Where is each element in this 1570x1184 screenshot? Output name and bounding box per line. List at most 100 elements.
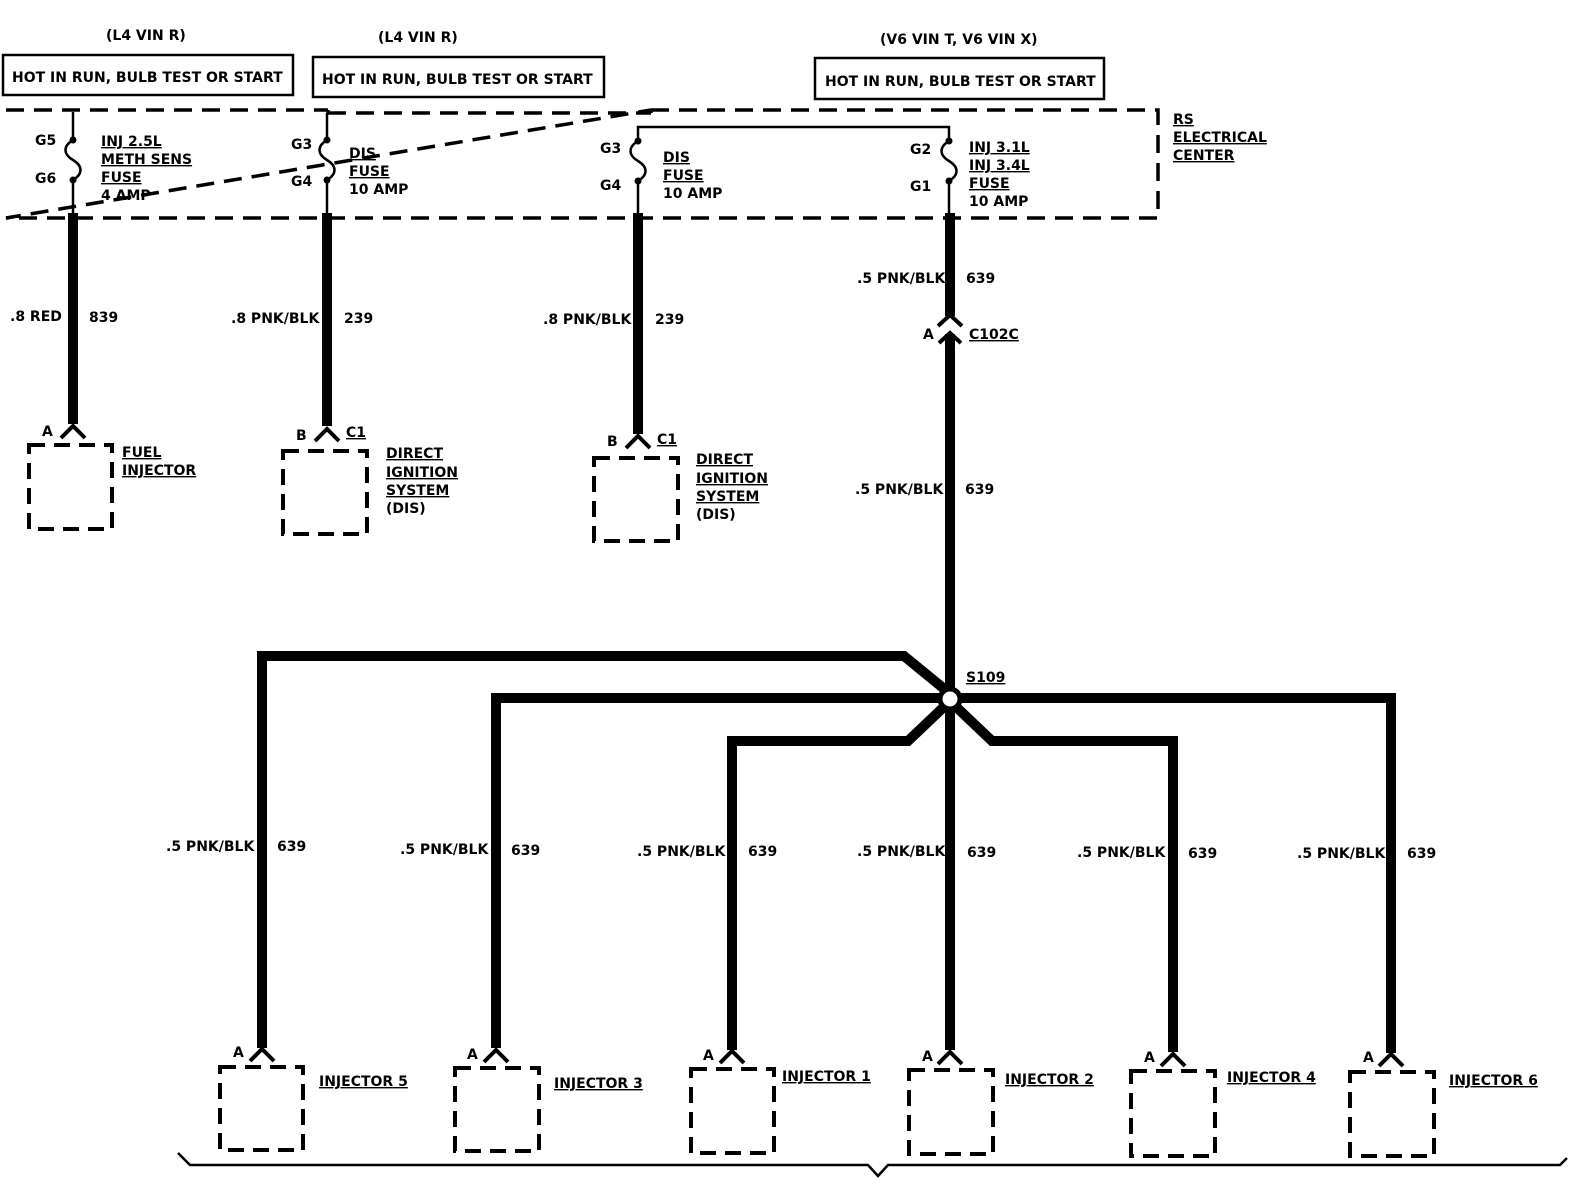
fuse-2-label-3: 10 AMP bbox=[349, 182, 408, 198]
injector-6-circuit: 639 bbox=[1407, 846, 1436, 862]
power-box-mid: HOT IN RUN, BULB TEST OR START bbox=[311, 55, 606, 99]
injector-2-circuit: 639 bbox=[967, 845, 996, 861]
wire-639-upper-gauge: .5 PNK/BLK bbox=[857, 271, 946, 287]
injector-3-connector bbox=[482, 1047, 510, 1064]
branch-injector-4 bbox=[948, 699, 1178, 1052]
injector-2-box bbox=[907, 1068, 995, 1156]
power-box-right: HOT IN RUN, BULB TEST OR START bbox=[813, 56, 1106, 101]
wire-639-upper-circuit: 639 bbox=[966, 271, 995, 287]
fuse-4-terminal-bottom: G1 bbox=[910, 179, 931, 195]
variant-label-v6: (V6 VIN T, V6 VIN X) bbox=[880, 32, 1038, 48]
fuel-injector-connector bbox=[59, 423, 87, 440]
fuse-3-label-2: FUSE bbox=[663, 168, 704, 184]
dis-2-connector-name: C1 bbox=[657, 432, 677, 448]
injector-4-connector bbox=[1159, 1051, 1187, 1068]
injector-3-label: INJECTOR 3 bbox=[554, 1076, 643, 1092]
dis-2-label-4: (DIS) bbox=[696, 507, 736, 523]
fuse-4-terminal-top: G2 bbox=[910, 142, 931, 158]
dis-1-label-2: IGNITION bbox=[386, 465, 458, 481]
fuse-2 bbox=[318, 113, 336, 213]
wire-839-circuit: 839 bbox=[89, 310, 118, 326]
variant-label-l4-left: (L4 VIN R) bbox=[106, 28, 186, 44]
injector-1-gauge: .5 PNK/BLK bbox=[637, 844, 726, 860]
bus-bar bbox=[636, 125, 951, 141]
fuse-1-label-4: 4 AMP bbox=[101, 188, 151, 204]
injector-6-connector bbox=[1377, 1051, 1405, 1068]
fuse-2-terminal-top: G3 bbox=[291, 137, 312, 153]
injector-1-connector bbox=[718, 1048, 746, 1065]
injector-4-box bbox=[1129, 1069, 1217, 1158]
wire-639-trunk-gauge: .5 PNK/BLK bbox=[855, 482, 944, 498]
fuel-injector-pin: A bbox=[42, 424, 53, 440]
fuse-4-label-1: INJ 3.1L bbox=[969, 140, 1030, 156]
injector-1-circuit: 639 bbox=[748, 844, 777, 860]
injector-6-box bbox=[1348, 1070, 1436, 1158]
dis-1-connector-name: C1 bbox=[346, 425, 366, 441]
splice-s109-label: S109 bbox=[966, 670, 1005, 686]
fuse-1-label-1: INJ 2.5L bbox=[101, 134, 162, 150]
fuse-1-label-2: METH SENS bbox=[101, 152, 192, 168]
ground-bracket bbox=[177, 1152, 1568, 1178]
dis-2-connector bbox=[624, 433, 652, 450]
branch-injector-5 bbox=[257, 651, 952, 1048]
fuse-1-terminal-top: G5 bbox=[35, 133, 56, 149]
splice-branches bbox=[257, 651, 1396, 1053]
injector-2-pin: A bbox=[922, 1049, 933, 1065]
connector-c102c-name: C102C bbox=[969, 327, 1019, 343]
wire-839-gauge: .8 RED bbox=[10, 309, 62, 325]
wire-239-left-gauge: .8 PNK/BLK bbox=[231, 311, 320, 327]
power-box-left-text: HOT IN RUN, BULB TEST OR START bbox=[12, 70, 283, 86]
dis-2-label-1: DIRECT bbox=[696, 452, 753, 468]
fuse-3-terminal-top: G3 bbox=[600, 141, 621, 157]
connector-c102c bbox=[936, 312, 964, 345]
injector-6-label: INJECTOR 6 bbox=[1449, 1073, 1538, 1089]
injector-5-circuit: 639 bbox=[277, 839, 306, 855]
injector-1-label: INJECTOR 1 bbox=[782, 1069, 871, 1085]
injector-4-label: INJECTOR 4 bbox=[1227, 1070, 1316, 1086]
injector-6-pin: A bbox=[1363, 1050, 1374, 1066]
splice-s109-node bbox=[937, 686, 963, 712]
electrical-center-label-2: ELECTRICAL bbox=[1173, 130, 1267, 146]
fuse-4-label-4: 10 AMP bbox=[969, 194, 1028, 210]
injector-1-box bbox=[689, 1067, 776, 1155]
dis-1-label-1: DIRECT bbox=[386, 446, 443, 462]
fuse-3 bbox=[629, 137, 647, 213]
fuse-4-label-2: INJ 3.4L bbox=[969, 158, 1030, 174]
injector-5-connector bbox=[248, 1046, 276, 1063]
dis-2-box bbox=[592, 456, 680, 543]
fuse-2-label-2: FUSE bbox=[349, 164, 390, 180]
injector-3-gauge: .5 PNK/BLK bbox=[400, 842, 489, 858]
fuse-2-label-1: DIS bbox=[349, 146, 376, 162]
injector-5-pin: A bbox=[233, 1045, 244, 1061]
fuel-injector-label-2: INJECTOR bbox=[122, 463, 196, 479]
wire-639-trunk-circuit: 639 bbox=[965, 482, 994, 498]
dis-1-box bbox=[281, 449, 369, 536]
dis-2-label-2: IGNITION bbox=[696, 471, 768, 487]
fuse-1-label-3: FUSE bbox=[101, 170, 142, 186]
dis-1-connector bbox=[313, 426, 341, 443]
connector-c102c-pin: A bbox=[923, 327, 934, 343]
injector-5-gauge: .5 PNK/BLK bbox=[166, 839, 255, 855]
electrical-center-label-1: RS bbox=[1173, 112, 1194, 128]
fuse-2-terminal-bottom: G4 bbox=[291, 174, 312, 190]
injector-5-label: INJECTOR 5 bbox=[319, 1074, 408, 1090]
dis-2-label-3: SYSTEM bbox=[696, 489, 759, 505]
fuel-injector-label-1: FUEL bbox=[122, 445, 161, 461]
injector-2-connector bbox=[936, 1049, 964, 1066]
fuse-4-label-3: FUSE bbox=[969, 176, 1010, 192]
dis-1-label-4: (DIS) bbox=[386, 501, 426, 517]
injector-2-label: INJECTOR 2 bbox=[1005, 1072, 1094, 1088]
injector-4-gauge: .5 PNK/BLK bbox=[1077, 845, 1166, 861]
branch-injector-6 bbox=[952, 693, 1396, 1053]
injector-3-box bbox=[453, 1066, 541, 1153]
electrical-center-boundary bbox=[5, 108, 1160, 220]
injector-1-pin: A bbox=[703, 1048, 714, 1064]
injector-3-circuit: 639 bbox=[511, 843, 540, 859]
dis-1-label-3: SYSTEM bbox=[386, 483, 449, 499]
injector-4-circuit: 639 bbox=[1188, 846, 1217, 862]
power-box-left: HOT IN RUN, BULB TEST OR START bbox=[1, 53, 295, 97]
dis-2-pin: B bbox=[607, 434, 618, 450]
variant-label-l4-mid: (L4 VIN R) bbox=[378, 30, 458, 46]
fuel-injector-box bbox=[27, 443, 114, 531]
